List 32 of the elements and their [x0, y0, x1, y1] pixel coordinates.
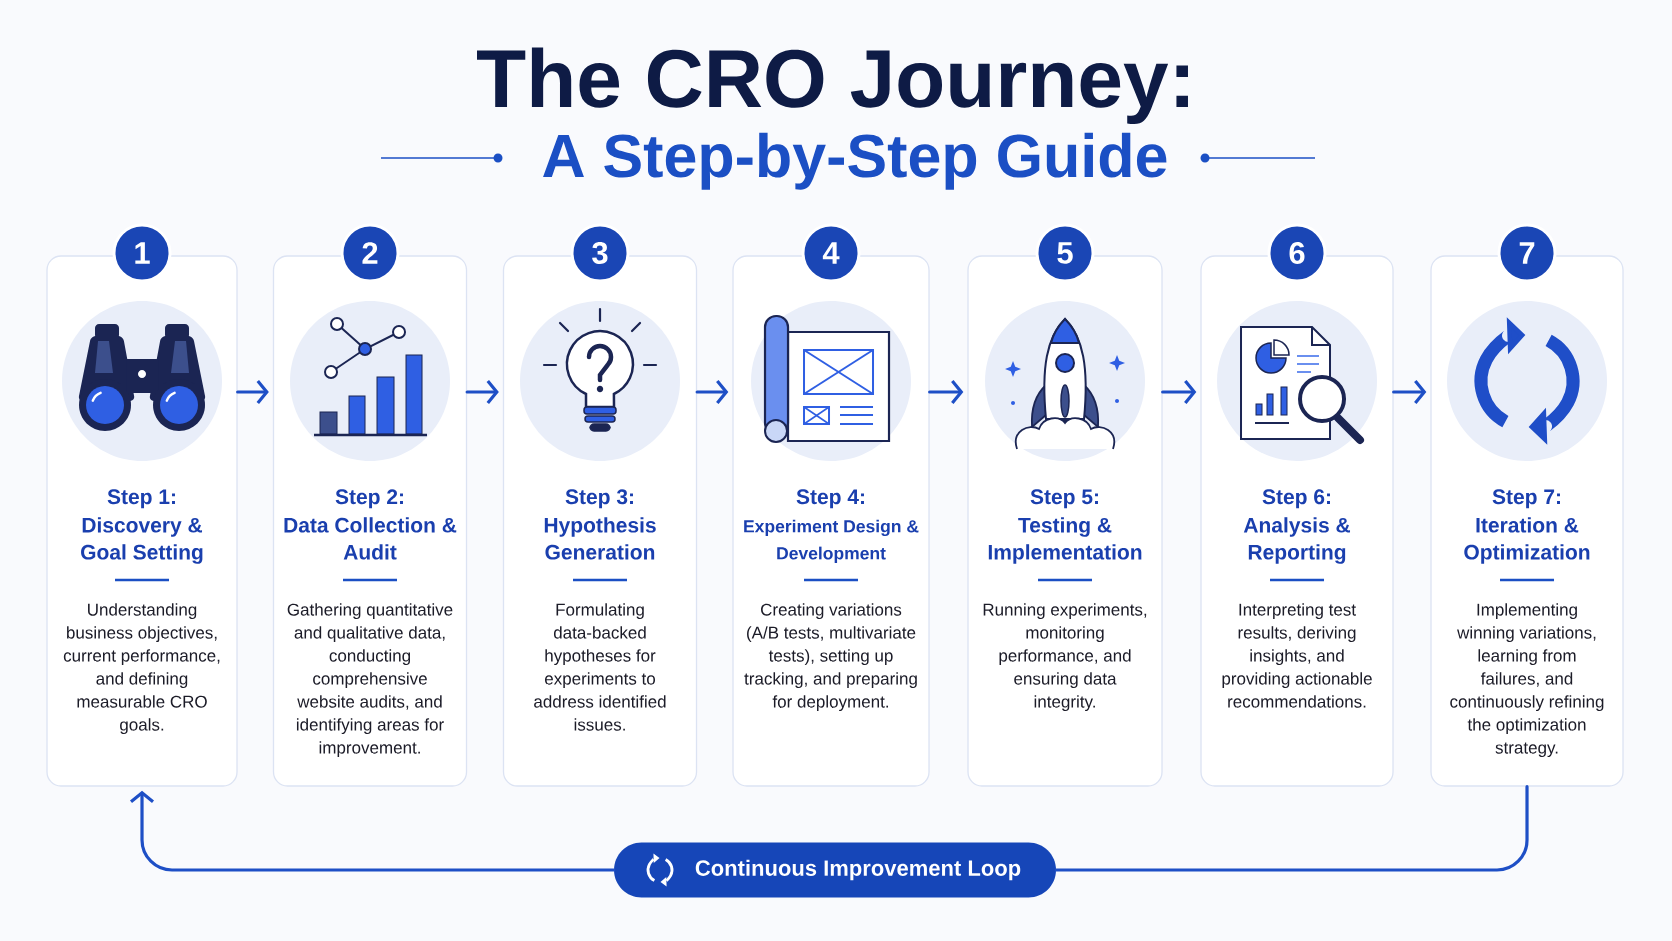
arrow	[1392, 380, 1427, 404]
title: The CRO Journey:	[477, 47, 1188, 124]
step-label: Step 4:	[796, 489, 864, 509]
arrow	[465, 380, 499, 404]
connector-line	[1054, 785, 1529, 872]
step-title: Discovery & Goal Setting	[81, 517, 203, 564]
step-label: Step 1:	[107, 489, 175, 509]
step-title: Analysis & Reporting	[1243, 517, 1350, 564]
step-title: Testing & Implementation	[988, 517, 1142, 564]
arrow	[695, 380, 729, 404]
step-title: Hypothesis Generation	[544, 517, 656, 560]
step-label: Step 6:	[1262, 489, 1330, 509]
step-description: Interpreting test results, deriving insights, and providing actionable recommendations.	[1222, 603, 1372, 708]
step-description: Creating variations (A/B tests, multivariate tests), setting up tracking, and preparing for deployment.	[744, 603, 917, 712]
loop-banner: Continuous Improvement Loop	[614, 842, 1056, 898]
arrow	[928, 380, 964, 404]
step-label: Step 7:	[1492, 489, 1560, 509]
step-description: Implementing winning variations, learning from failures, and continuously refining the optimization strategy.	[1450, 603, 1604, 758]
step-description: Formulating data-backed hypotheses for experiments to address identified issues.	[534, 603, 666, 731]
arrow	[130, 790, 616, 872]
step-label: Step 3:	[565, 489, 633, 509]
step-label: Step 2:	[335, 489, 403, 509]
step-description: Running experiments, monitoring performance, and ensuring data integrity.	[983, 603, 1147, 712]
arrow	[236, 380, 269, 404]
step-label: Step 5:	[1030, 489, 1098, 509]
step-title: Data Collection & Audit	[284, 517, 457, 560]
subtitle: A Step-by-Step Guide	[543, 132, 1167, 190]
step-description: Understanding business objectives, current performance, and defining measurable CRO goals.	[63, 603, 220, 735]
step-title: Iteration & Optimization	[1464, 517, 1590, 564]
arrow	[1161, 380, 1197, 404]
step-description: Gathering quantitative and qualitative data, conducting comprehensive website audits, and identifying areas for improvement.	[287, 603, 453, 758]
step-title: Experiment Design & Development	[744, 519, 919, 563]
